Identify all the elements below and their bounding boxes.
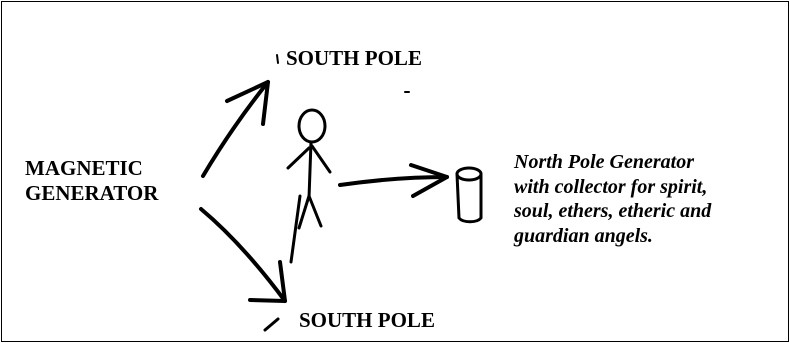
figure-body — [309, 142, 311, 198]
top-tick-mark — [277, 55, 278, 63]
north-pole-description-line: with collector for spirit, — [514, 175, 711, 200]
north-pole-description-line: guardian angels. — [514, 224, 711, 249]
arrow-to-bottom-south-pole — [201, 209, 285, 301]
bottom-tick-mark — [265, 319, 278, 330]
figure-left-arm — [288, 148, 309, 168]
magnetic-generator-line: GENERATOR — [25, 181, 158, 206]
collector-cup-icon — [457, 168, 481, 222]
figure-right-arm — [312, 146, 330, 172]
north-pole-description-line: North Pole Generator — [514, 150, 711, 175]
arrow-to-top-south-pole — [203, 82, 268, 176]
north-pole-description-line: soul, ethers, etheric and — [514, 199, 711, 224]
arrow-to-north-pole-generator — [340, 165, 447, 196]
figure-right-leg — [309, 196, 321, 226]
magnetic-generator-line: MAGNETIC — [25, 156, 158, 181]
south-pole-bottom-label: SOUTH POLE — [299, 308, 435, 333]
north-pole-generator-description: North Pole Generator with collector for … — [514, 150, 711, 248]
magnetic-generator-label: MAGNETIC GENERATOR — [25, 156, 158, 206]
figure-head — [299, 110, 325, 142]
stick-figure-person — [288, 110, 330, 228]
south-pole-top-label: SOUTH POLE — [286, 46, 422, 71]
